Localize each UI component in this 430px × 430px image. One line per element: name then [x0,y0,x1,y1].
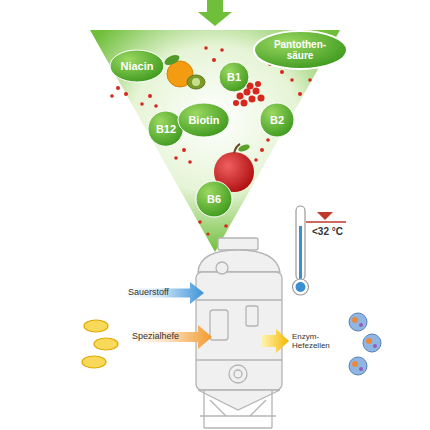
node-text-block: B2 [270,114,284,126]
bubble-outline [178,103,229,137]
thermometer [293,206,347,295]
vitamin-bubble: Niacin [110,50,164,82]
vitamin-name: B6 [207,193,221,205]
vitamin-name: B1 [227,71,241,83]
bubble-outline [196,181,232,217]
node-text-block: Niacin [120,60,153,72]
vitamin-bubble: B1 [219,62,249,92]
arrow-label: Spezialhefe [132,332,179,342]
vitamin-name: B12 [156,123,176,135]
fruit-illustration [163,53,264,192]
node-text-block: Spezialhefe [132,332,179,342]
bubble-outline [219,62,249,92]
vitamin-name: Biotin [188,114,219,126]
bubble-outline [254,31,347,69]
arrow-outline [124,282,204,304]
vitamin-bubble: Pantothen- säure [254,31,347,69]
yeast-arrow: Spezialhefe [128,328,212,346]
temperature-label: <32 °C [312,226,343,237]
oxygen-arrow: Sauerstoff [124,285,204,301]
vitamin-name: Niacin [120,60,153,72]
vitamin-name: Pantothen- säure [270,39,330,61]
arrow-label: Sauerstoff [128,288,169,298]
vitamin-bubble: Biotin [178,103,229,137]
node-text-block: Sauerstoff [128,288,169,298]
output-label: Enzym- Hefezellen [292,333,344,351]
arrow-outline [128,325,212,349]
yeast-cells [349,313,381,375]
node-text-block: B1 [227,71,241,83]
yeast-granules [82,320,118,368]
node-text-block: B6 [207,193,221,205]
vitamin-bubble: B6 [196,181,232,217]
inflow-arrow [198,0,232,26]
node-text-block: Biotin [188,114,219,126]
output-arrow [262,329,289,353]
fermenter-tank [196,238,282,428]
node-text-block: B12 [156,123,176,135]
vitamin-name: B2 [270,114,284,126]
node-text-block: Pantothen- säure [270,39,330,61]
vitamin-bubble: B2 [260,103,294,137]
nutrient-dots [110,46,312,235]
bubble-outline [260,103,294,137]
bubble-outline [110,50,164,82]
